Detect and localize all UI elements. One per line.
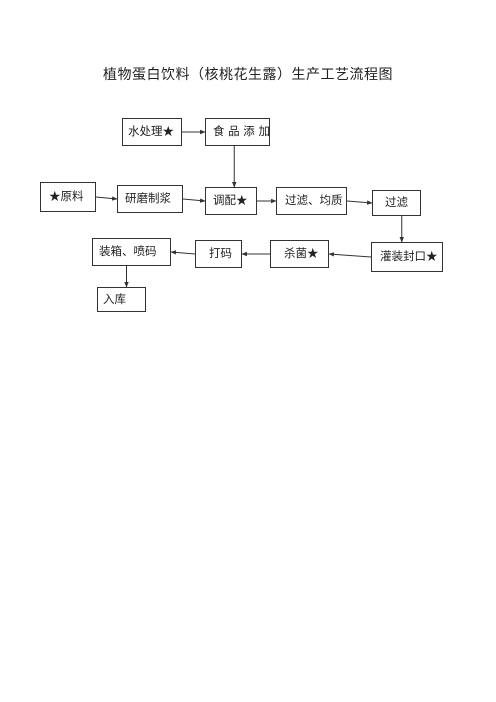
arrow-code-to-pack xyxy=(170,250,196,255)
step-code-printing: 打码 xyxy=(195,240,242,268)
step-warehousing: 入库 xyxy=(97,287,146,312)
step-filling-sealing: 灌装封口★ xyxy=(371,242,443,272)
arrow-raw-to-grind xyxy=(95,196,118,201)
step-filter: 过滤 xyxy=(372,190,421,216)
step-water-treatment: 水处理★ xyxy=(122,118,182,146)
step-blending: 调配★ xyxy=(205,187,257,215)
arrow-grind-to-blend xyxy=(182,198,206,203)
step-filter-homogenize: 过滤、均质 xyxy=(276,187,347,215)
step-raw-material: ★原料 xyxy=(40,182,96,212)
step-grinding-pulping: 研磨制浆 xyxy=(117,185,183,213)
step-sterilization: 杀菌★ xyxy=(270,240,329,268)
diagram-title: 植物蛋白饮料（核桃花生露）生产工艺流程图 xyxy=(103,67,393,83)
arrow-homogenize-to-filter xyxy=(346,200,373,205)
step-food-additive: 食 品 添 加 xyxy=(205,118,270,146)
step-boxing-spray-coding: 装箱、喷码 xyxy=(92,238,171,266)
arrow-fill-to-sterilize xyxy=(328,252,372,258)
